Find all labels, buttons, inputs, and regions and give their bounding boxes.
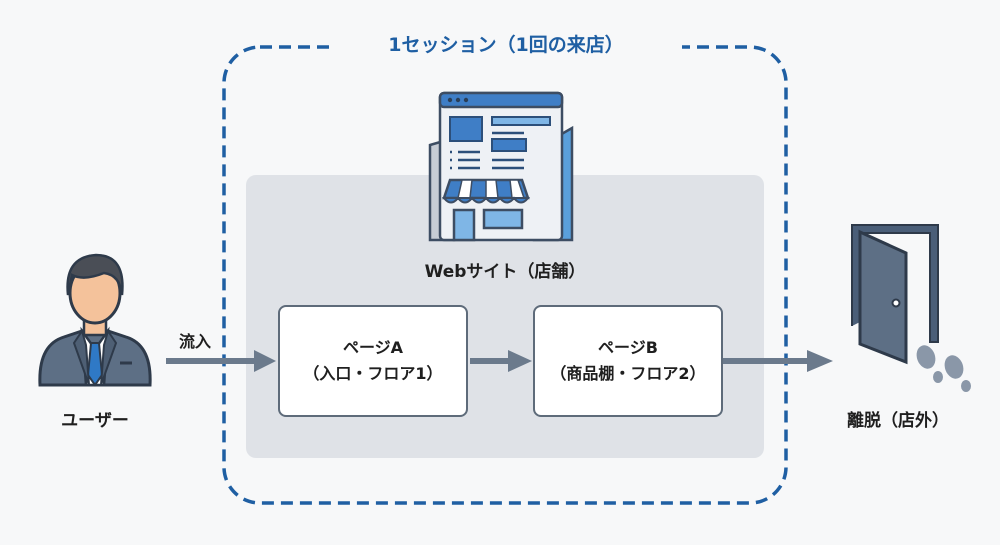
- open-door-footprints-icon: [851, 224, 971, 392]
- user-label: ユーザー: [61, 411, 129, 431]
- page-b-subtitle: （商品棚・フロア2）: [550, 364, 706, 383]
- businessman-icon: [38, 253, 152, 387]
- session-title: 1セッション（1回の来店）: [330, 30, 682, 57]
- inflow-arrow: [166, 350, 276, 372]
- page-a-subtitle: （入口・フロア1）: [303, 364, 443, 383]
- exit-arrow: [723, 350, 833, 372]
- storefront-website-icon: [428, 91, 574, 242]
- page-b-title: ページB: [598, 338, 658, 357]
- website-label: Webサイト（店舗）: [424, 262, 586, 282]
- page-a-node: ページA （入口・フロア1）: [278, 305, 468, 417]
- page-a-to-b-arrow: [470, 350, 532, 372]
- page-a-title: ページA: [342, 338, 404, 357]
- page-b-node: ページB （商品棚・フロア2）: [533, 305, 723, 417]
- inflow-label: 流入: [178, 332, 211, 351]
- exit-label: 離脱（店外）: [847, 411, 949, 431]
